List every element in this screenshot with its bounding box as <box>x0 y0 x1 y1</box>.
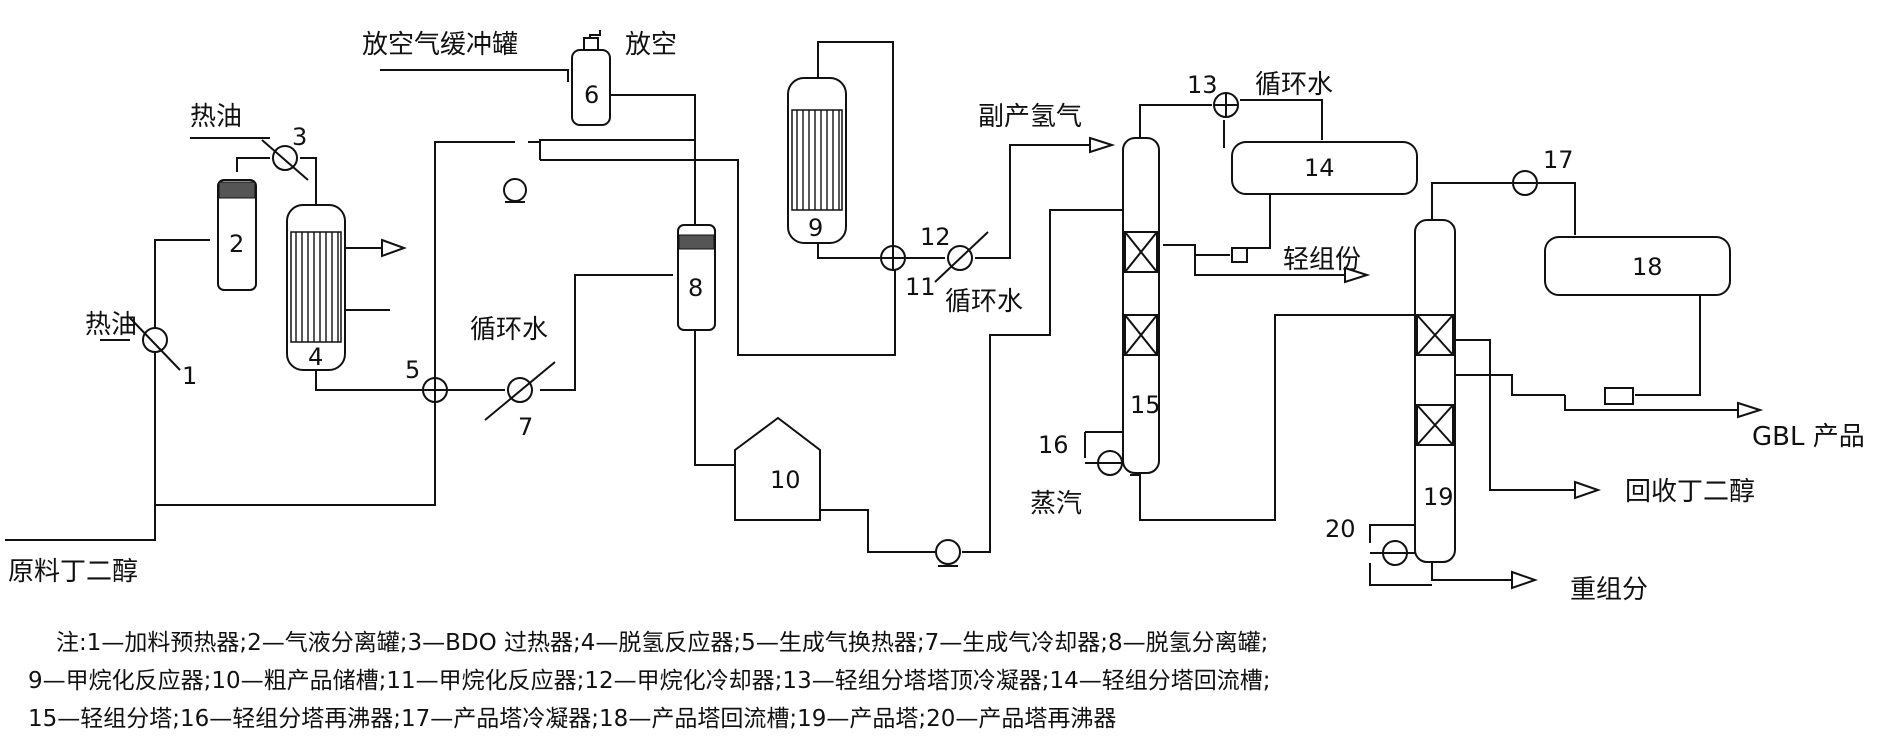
process-flow-diagram: 1 2 3 4 5 6 7 8 9 10 11 12 13 14 15 16 1… <box>5 30 1865 605</box>
reboiler-20 <box>1382 540 1408 566</box>
arrow-gbl-product <box>1737 401 1764 419</box>
note-line-3: 15—轻组分塔;16—轻组分塔再沸器;17—产品塔冷凝器;18—产品塔回流槽;1… <box>28 706 1117 732</box>
label-14: 14 <box>1304 154 1335 182</box>
piping <box>5 30 1738 586</box>
label-steam: 蒸汽 <box>1030 489 1082 519</box>
arrow-byproduct-h2 <box>1089 136 1116 154</box>
label-3: 3 <box>292 123 307 151</box>
arrow-heavy-components <box>1511 570 1539 590</box>
label-4: 4 <box>308 343 323 371</box>
label-5: 5 <box>405 356 420 384</box>
pump-lower <box>935 539 961 567</box>
label-hot-oil-1: 热油 <box>85 310 137 340</box>
label-19: 19 <box>1423 483 1454 511</box>
label-heavy-components: 重组分 <box>1570 575 1648 605</box>
arrow-reactor-outlet <box>381 238 407 258</box>
label-vent-buffer-tank: 放空气缓冲罐 <box>362 30 518 60</box>
label-recovered-bdo: 回收丁二醇 <box>1625 477 1755 507</box>
reflux-pump-15 <box>1231 247 1248 263</box>
label-18: 18 <box>1632 253 1663 281</box>
label-13: 13 <box>1187 71 1218 99</box>
cooler-7 <box>484 361 556 421</box>
label-feed-bdo: 原料丁二醇 <box>8 557 138 587</box>
label-cooling-water-13: 循环水 <box>1255 70 1333 100</box>
reboiler-16 <box>1097 450 1123 476</box>
condenser-17 <box>1512 170 1538 196</box>
storage-tank-10 <box>734 416 821 521</box>
exchanger-11 <box>880 245 906 271</box>
reactor-4 <box>286 204 346 371</box>
column-15 <box>1122 137 1160 474</box>
reflux-drum-14 <box>1231 141 1418 195</box>
flow-arrows <box>381 136 1764 590</box>
label-7: 7 <box>518 413 533 441</box>
superheater-3 <box>261 139 309 181</box>
exchanger-5 <box>422 377 448 403</box>
label-1: 1 <box>182 362 197 390</box>
label-byproduct-h2: 副产氢气 <box>978 102 1082 132</box>
buffer-tank-6 <box>571 37 611 126</box>
reactor-9 <box>787 77 847 244</box>
legend-notes: 注:1—加料预热器;2—气液分离罐;3—BDO 过热器;4—脱氢反应器;5—生成… <box>0 610 1890 756</box>
label-vent: 放空 <box>625 30 677 60</box>
label-17: 17 <box>1543 146 1574 174</box>
column-19 <box>1414 219 1456 563</box>
label-gbl-product: GBL 产品 <box>1752 422 1865 452</box>
label-20: 20 <box>1325 515 1356 543</box>
note-line-2: 9—甲烷化反应器;10—粗产品储槽;11—甲烷化反应器;12—甲烷化冷却器;13… <box>28 668 1271 694</box>
preheater-1 <box>129 317 181 371</box>
separator-2 <box>217 179 257 291</box>
label-16: 16 <box>1038 431 1069 459</box>
reflux-drum-18 <box>1544 236 1731 296</box>
label-cooling-water-11: 循环水 <box>945 287 1023 317</box>
condenser-13 <box>1213 92 1239 118</box>
label-cooling-water-7: 循环水 <box>470 315 548 345</box>
label-hot-oil-3: 热油 <box>190 102 242 132</box>
cooler-12 <box>934 231 989 283</box>
label-8: 8 <box>688 274 703 302</box>
note-line-1: 注:1—加料预热器;2—气液分离罐;3—BDO 过热器;4—脱氢反应器;5—生成… <box>56 630 1269 656</box>
label-9: 9 <box>808 214 823 242</box>
label-light-components: 轻组份 <box>1283 245 1361 275</box>
arrow-light-components <box>1344 266 1371 284</box>
label-6: 6 <box>584 81 599 109</box>
stream-labels: 热油 热油 放空气缓冲罐 放空 循环水 循环水 循环水 副产氢气 轻组份 蒸汽 … <box>8 30 1865 605</box>
label-12: 12 <box>920 223 951 251</box>
label-15: 15 <box>1130 391 1161 419</box>
label-11: 11 <box>905 273 936 301</box>
label-10: 10 <box>770 466 801 494</box>
equipment-numbers: 1 2 3 4 5 6 7 8 9 10 11 12 13 14 15 16 1… <box>182 71 1663 543</box>
pump-upper <box>503 178 527 203</box>
arrow-recovered-bdo <box>1574 480 1602 500</box>
reflux-pump-19 <box>1604 387 1634 405</box>
separator-8 <box>677 224 716 331</box>
label-2: 2 <box>229 230 244 258</box>
